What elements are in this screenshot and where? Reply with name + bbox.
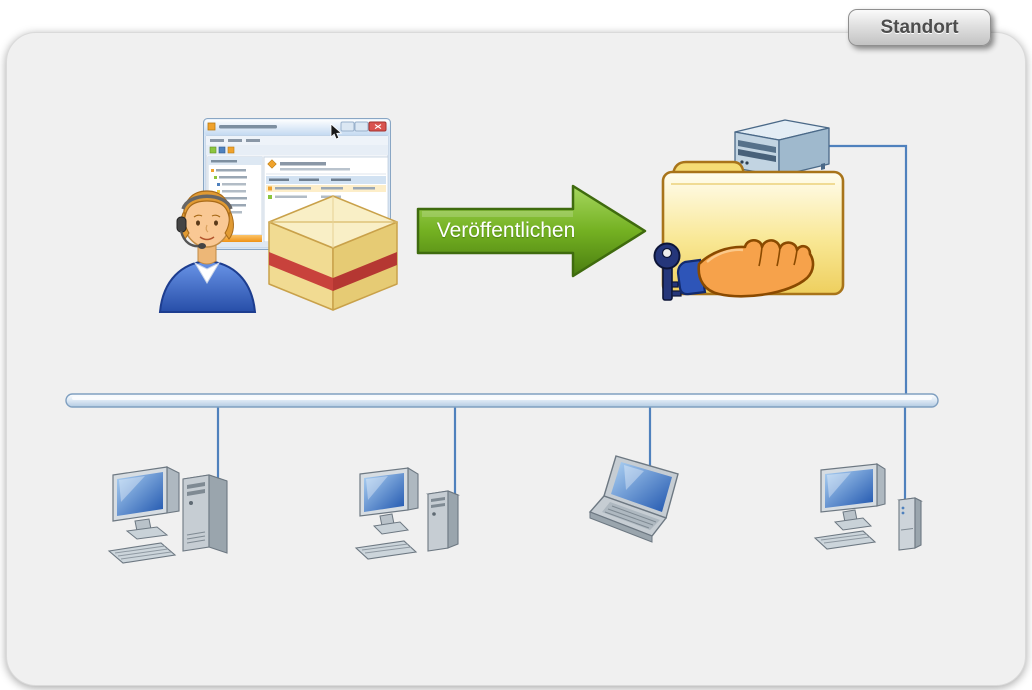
mouse-cursor-icon: [330, 123, 343, 140]
monitor-screen: [117, 472, 163, 516]
menu-bar[interactable]: [206, 136, 388, 145]
headset-earpiece-icon: [176, 216, 187, 233]
software-package-icon: [268, 195, 398, 311]
tab-standort[interactable]: Standort: [848, 9, 991, 46]
operator-with-headset-icon: [158, 190, 257, 313]
table-header[interactable]: [266, 176, 386, 184]
minimize-button[interactable]: [340, 121, 355, 132]
keyboard-icon: [107, 542, 177, 564]
content-header-icon: [267, 159, 277, 169]
maximize-button[interactable]: [354, 121, 369, 132]
window-title-text-bar: [219, 125, 277, 129]
toolbar[interactable]: [206, 145, 388, 155]
tower-case: [425, 490, 461, 552]
laptop-keyboard: [602, 502, 660, 530]
monitor-screen: [825, 469, 873, 508]
slide-panel: [6, 32, 1026, 686]
key-icon: [653, 242, 682, 301]
monitor-screen: [364, 473, 404, 512]
thin-client-icon: [813, 463, 923, 551]
server-icon: [734, 119, 830, 182]
laptop-icon: [588, 455, 679, 543]
window-app-icon: [207, 122, 216, 131]
desktop-tower-icon: [107, 466, 228, 564]
monitor: [112, 466, 180, 540]
thin-client-box: [897, 497, 923, 551]
window-buttons[interactable]: [340, 121, 387, 132]
table-row[interactable]: [268, 195, 272, 199]
publish-arrow: [416, 181, 648, 281]
headset-band-icon: [181, 194, 233, 210]
keyboard-icon: [813, 530, 877, 550]
publish-arrow-label: Veröffentlichen: [436, 219, 576, 242]
keyboard-icon: [354, 540, 418, 560]
shared-folder-hand-icon: [653, 160, 845, 301]
headset-mic-icon: [198, 243, 206, 249]
publish-arrow-shape: [416, 184, 647, 278]
package-stripe: [269, 252, 333, 291]
desktop-compact-icon: [354, 467, 461, 560]
operator-collar: [193, 261, 221, 284]
navigation-footer-button[interactable]: [208, 235, 262, 242]
tower-case: [182, 474, 228, 554]
headset-mic-arm-icon: [179, 230, 201, 248]
close-icon: [374, 124, 382, 130]
monitor: [359, 467, 419, 535]
hand-icon: [697, 238, 815, 298]
laptop-screen: [611, 462, 672, 512]
monitor: [820, 463, 886, 531]
server-drive-bay: [738, 140, 776, 153]
